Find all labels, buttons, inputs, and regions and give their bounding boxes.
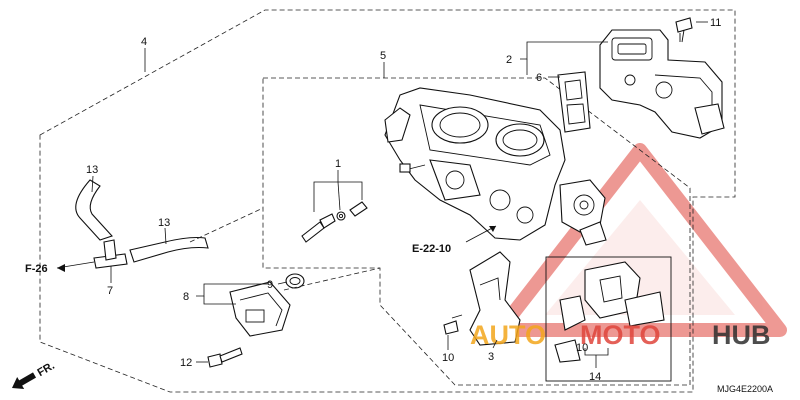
gasket-6 — [557, 71, 591, 133]
label-part-1: 1 — [335, 158, 341, 170]
label-part-13-lower: 13 — [158, 217, 170, 229]
watermark-text-moto: MOTO — [580, 320, 661, 350]
screw-11 — [675, 17, 693, 43]
screw-10-left — [443, 314, 463, 335]
label-part-5: 5 — [380, 50, 386, 62]
sensor-assembly-14 — [554, 261, 665, 363]
label-part-13-upper: 13 — [86, 164, 98, 176]
ref-label-e22-10: E-22-10 — [412, 243, 451, 255]
label-part-10-inset: 10 — [576, 342, 588, 354]
screw-12 — [207, 347, 243, 368]
label-part-8: 8 — [183, 291, 189, 303]
label-part-3: 3 — [488, 351, 494, 363]
watermark-logo-text: AUTO MOTO HUB — [470, 320, 771, 350]
label-part-4: 4 — [141, 36, 147, 48]
assembly-outline-4 — [39, 9, 736, 393]
assembly-outline-5 — [262, 77, 691, 386]
front-arrow-label: FR. — [35, 360, 56, 379]
leader-lines — [56, 21, 708, 368]
hose-13-upper — [75, 179, 113, 241]
hose-13-lower — [129, 236, 209, 263]
label-part-6: 6 — [536, 72, 542, 84]
watermark-text-hub: HUB — [712, 320, 771, 350]
map-sensor-8 — [229, 281, 291, 337]
inset-outline-14 — [545, 256, 672, 382]
drawing-code: MJG4E2200A — [717, 384, 773, 394]
throttle-body — [384, 87, 607, 246]
label-part-10-left: 10 — [442, 352, 454, 364]
label-part-11: 11 — [710, 17, 721, 29]
label-part-7: 7 — [107, 285, 113, 297]
label-part-9: 9 — [267, 279, 273, 291]
o-ring-9 — [285, 273, 305, 289]
watermark-text-auto: AUTO — [470, 320, 546, 350]
label-part-2: 2 — [506, 54, 512, 66]
bypass-valve-assembly — [599, 29, 725, 139]
joint-7 — [93, 239, 128, 269]
ref-label-f26: F-26 — [25, 263, 48, 275]
screw-set-1 — [301, 201, 368, 243]
front-arrow-icon: FR. — [12, 360, 57, 390]
bracket-3 — [469, 251, 521, 346]
label-part-14: 14 — [589, 371, 601, 383]
label-part-12: 12 — [180, 357, 192, 369]
